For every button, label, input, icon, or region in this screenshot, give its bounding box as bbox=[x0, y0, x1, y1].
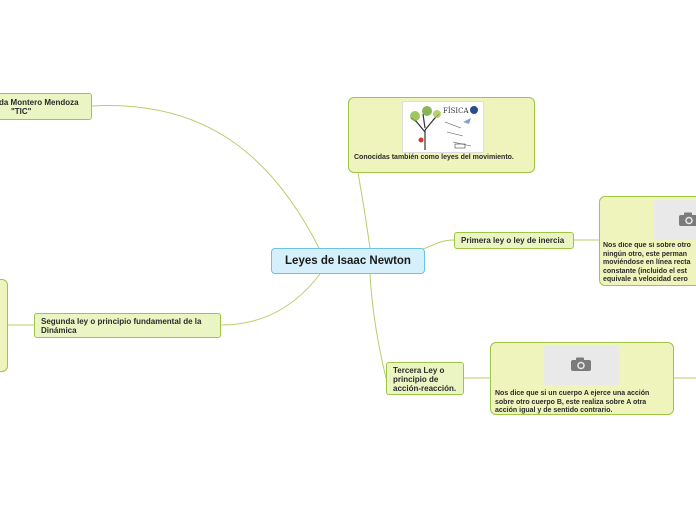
third-law-node[interactable]: Tercera Ley o principio de acción-reacci… bbox=[386, 362, 464, 395]
inertia-line-5: equivale a velocidad cero bbox=[603, 276, 688, 283]
author-subtitle: "TIC" bbox=[11, 107, 32, 116]
first-law-node[interactable]: Primera ley o ley de inercia bbox=[454, 232, 574, 249]
central-topic-label: Leyes de Isaac Newton bbox=[285, 254, 411, 267]
link-top bbox=[357, 172, 371, 249]
camera-icon bbox=[571, 357, 591, 371]
inertia-line-3: moviéndose en línea recta bbox=[603, 259, 691, 266]
camera-icon bbox=[679, 212, 696, 226]
second-law-label: Segunda ley o principio fundamental de l… bbox=[41, 317, 202, 335]
action-image-placeholder bbox=[544, 345, 619, 385]
illustration-title: FÍSICA bbox=[443, 106, 470, 115]
physics-illustration: FÍSICA bbox=[402, 101, 484, 153]
central-topic[interactable]: Leyes de Isaac Newton bbox=[271, 248, 425, 274]
author-name: da Montero Mendoza bbox=[0, 98, 79, 107]
inertia-line-2: ningún otro, este perman bbox=[603, 250, 688, 258]
apple-tree-illustration: FÍSICA bbox=[410, 106, 478, 150]
second-law-node[interactable]: Segunda ley o principio fundamental de l… bbox=[34, 313, 221, 338]
inertia-image-placeholder bbox=[654, 200, 696, 240]
inertia-line-4: constante (incluido el est bbox=[603, 267, 688, 275]
action-reaction-description: Nos dice que si un cuerpo A ejerce una a… bbox=[495, 390, 650, 414]
third-law-label: Tercera Ley o principio de acción-reacci… bbox=[393, 366, 457, 393]
first-law-label: Primera ley o ley de inercia bbox=[461, 236, 565, 245]
link-third bbox=[369, 273, 387, 379]
link-first bbox=[419, 239, 455, 251]
inertia-description: Nos dice que si sobre otro ningún otro, … bbox=[603, 242, 696, 285]
link-second bbox=[220, 273, 321, 326]
offscreen-left-card[interactable] bbox=[0, 279, 8, 372]
author-node[interactable]: da Montero Mendoza "TIC" bbox=[0, 93, 92, 120]
link-author bbox=[91, 105, 321, 251]
inertia-line-1: Nos dice que si sobre otro bbox=[603, 242, 691, 249]
movement-laws-text: Conocidas también como leyes del movimie… bbox=[354, 154, 514, 161]
